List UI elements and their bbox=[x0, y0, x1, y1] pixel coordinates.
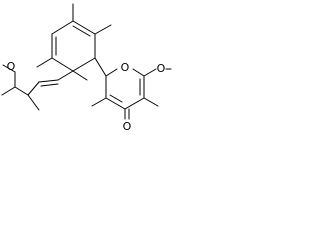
ketone-oxygen-label: O bbox=[7, 60, 16, 73]
ring-bond bbox=[51, 57, 74, 72]
chain-bond bbox=[57, 70, 74, 81]
chain-methyl-bond bbox=[27, 94, 40, 111]
pyranone-carbonyl-oxygen-label: O bbox=[123, 120, 132, 133]
ring-double-bond-inner bbox=[109, 94, 123, 103]
chain-bond bbox=[1, 86, 16, 96]
chain-bond bbox=[2, 64, 16, 73]
methoxy-oxygen-label: O bbox=[157, 62, 166, 75]
chemical-structure-diagram: O O O O bbox=[1, 3, 172, 133]
pyranone-substituents bbox=[91, 68, 172, 120]
ring-bond bbox=[132, 68, 145, 77]
methyl-bond-left bbox=[36, 57, 53, 68]
ring-bond bbox=[72, 57, 96, 72]
ring-methyl-groups bbox=[36, 3, 112, 68]
chain-bond bbox=[14, 86, 29, 96]
cyclohexadiene-ring bbox=[51, 20, 96, 72]
chain-bond bbox=[27, 81, 40, 96]
ring-bond bbox=[72, 20, 96, 35]
methyl-bond-right bbox=[143, 97, 159, 107]
methyl-bond-left bbox=[91, 97, 107, 107]
ring-bond bbox=[51, 20, 74, 35]
chain-methyl-bond bbox=[72, 70, 88, 81]
ring-bond bbox=[94, 57, 107, 77]
chain-double-bond bbox=[38, 79, 59, 83]
ring-double-bond-inner bbox=[72, 25, 91, 37]
pyranone-ring bbox=[94, 57, 145, 110]
ring-oxygen-label: O bbox=[121, 61, 130, 74]
chain-double-bond-second bbox=[40, 83, 59, 87]
methoxy-bond bbox=[143, 68, 157, 77]
ring-bond bbox=[105, 97, 126, 110]
methyl-bond-quaternary bbox=[94, 24, 112, 35]
ring-bond bbox=[105, 68, 118, 77]
ring-bond bbox=[124, 97, 145, 110]
